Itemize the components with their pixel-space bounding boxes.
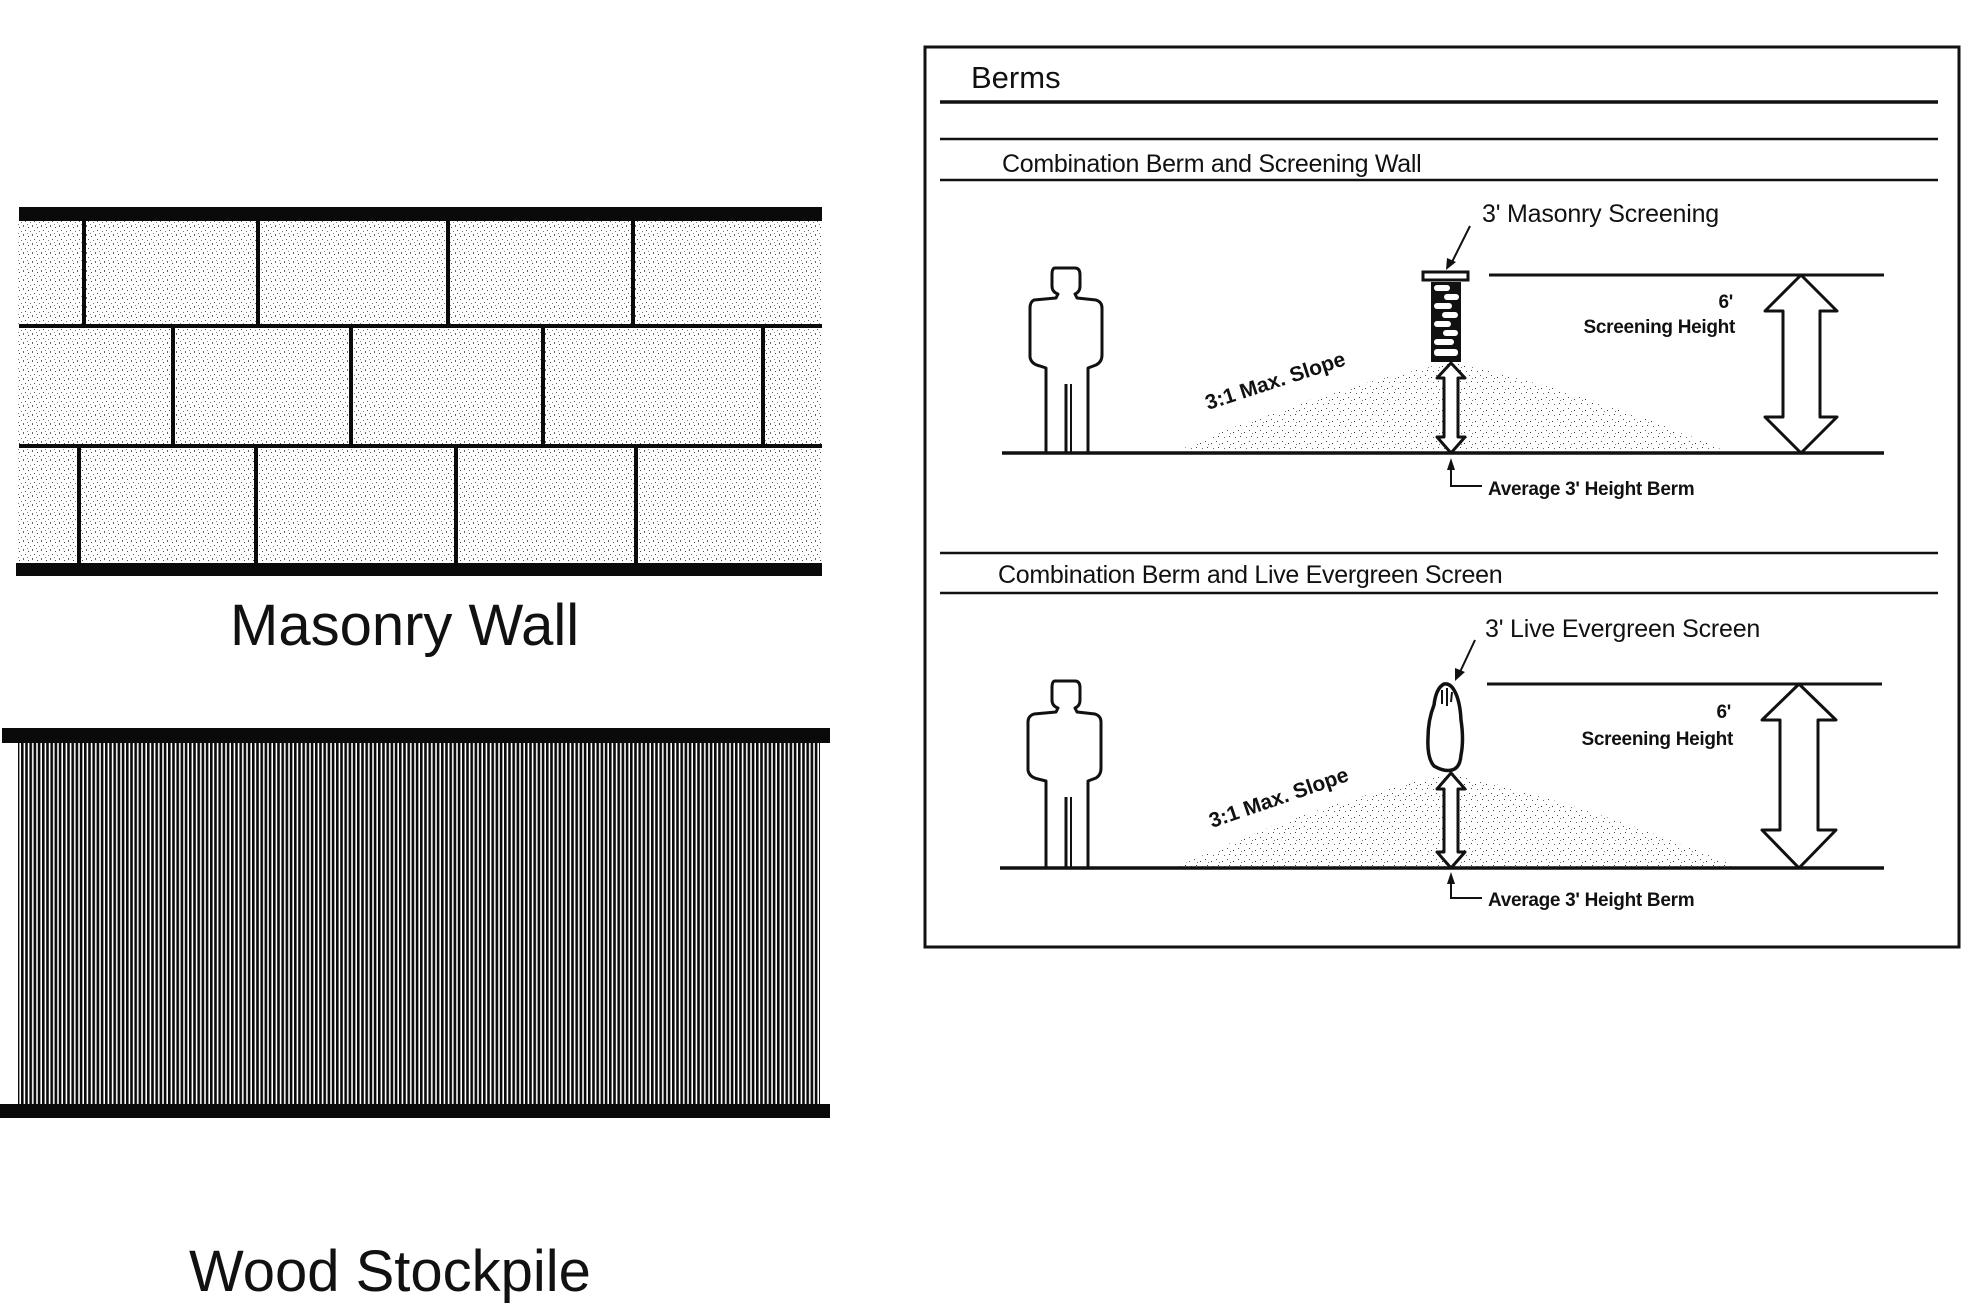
section-heading: Combination Berm and Live Evergreen Scre… xyxy=(998,561,1502,589)
callout-leader-arrow xyxy=(1459,639,1476,673)
section-screening-wall: Combination Berm and Screening Wall 3' M… xyxy=(940,150,1938,500)
screening-height-arrow xyxy=(1763,273,1839,455)
berms-panel-border xyxy=(923,45,1961,949)
masonry-bottom-cap xyxy=(16,563,822,576)
berm-height-label: Average 3' Height Berm xyxy=(1488,479,1694,500)
wood-stockpile-label: Wood Stockpile xyxy=(189,1239,591,1304)
screening-height-value: 6' xyxy=(1717,702,1732,723)
wood-bottom-cap xyxy=(0,1104,830,1118)
section-evergreen-screen: Combination Berm and Live Evergreen Scre… xyxy=(940,551,1938,911)
screening-height-label: Screening Height xyxy=(1582,729,1734,750)
berm-leader xyxy=(1450,882,1482,899)
masonry-screen-column xyxy=(1421,270,1470,362)
berm-leader xyxy=(1450,468,1482,487)
berm-height-label: Average 3' Height Berm xyxy=(1488,890,1694,911)
berms-title: Berms xyxy=(971,60,1061,95)
section-heading: Combination Berm and Screening Wall xyxy=(1002,150,1421,178)
evergreen-tree xyxy=(1426,682,1465,773)
wood-stripes xyxy=(18,740,820,1108)
screening-height-value: 6' xyxy=(1719,292,1734,313)
berm-leader-arrowhead xyxy=(1447,872,1455,884)
berms-panel: Berms Combination Berm and Screening Wal… xyxy=(923,45,1961,949)
berm-leader-arrowhead xyxy=(1447,458,1455,470)
masonry-top-cap xyxy=(19,207,822,221)
callout-arrowhead xyxy=(1446,258,1456,270)
masonry-fill xyxy=(18,216,822,568)
screening-height-label: Screening Height xyxy=(1584,317,1736,338)
masonry-wall-label: Masonry Wall xyxy=(230,593,579,658)
screen-callout-label: 3' Live Evergreen Screen xyxy=(1485,615,1760,643)
wood-stockpile-swatch xyxy=(0,728,830,1118)
wood-top-cap xyxy=(2,728,830,743)
screen-callout-label: 3' Masonry Screening xyxy=(1482,200,1719,228)
callout-leader-arrow xyxy=(1451,225,1471,263)
masonry-wall-swatch xyxy=(16,207,822,576)
screening-height-arrow xyxy=(1760,682,1838,870)
callout-arrowhead xyxy=(1455,668,1465,681)
